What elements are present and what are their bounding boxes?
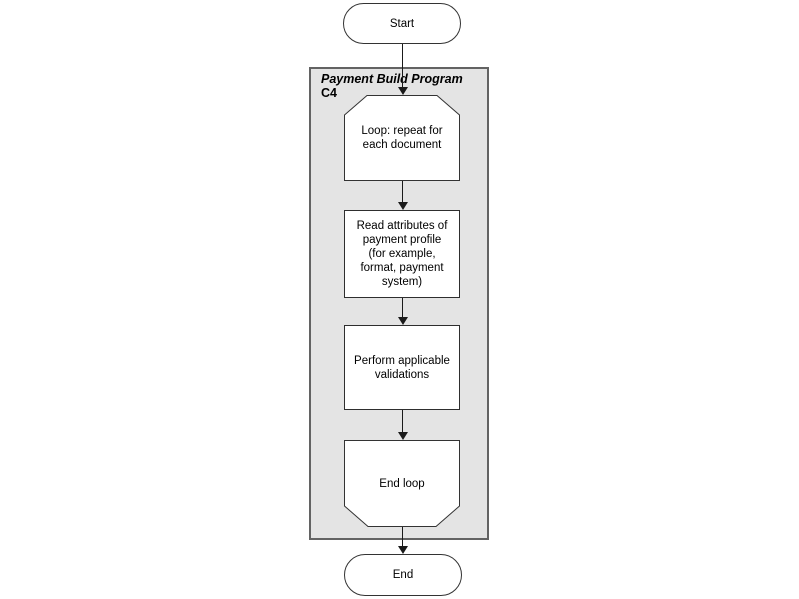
arrow-head-icon — [398, 87, 408, 95]
perform-validations-node: Perform applicable validations — [344, 325, 460, 410]
end-label: End — [392, 569, 414, 581]
read-attributes-label: Read attributes of payment profile (for … — [356, 220, 448, 288]
start-label: Start — [389, 17, 415, 30]
loop-limit-end-shape — [344, 440, 460, 527]
end-node: End — [344, 554, 462, 596]
arrow-line — [402, 410, 403, 433]
arrow-line — [402, 527, 403, 547]
perform-validations-label: Perform applicable validations — [354, 354, 450, 381]
arrow-line — [402, 298, 403, 318]
arrow-head-icon — [398, 546, 408, 554]
arrow-line — [402, 44, 403, 88]
container-subtitle: C4 — [321, 86, 337, 100]
read-attributes-node: Read attributes of payment profile (for … — [344, 210, 460, 298]
arrow-head-icon — [398, 317, 408, 325]
arrow-head-icon — [398, 432, 408, 440]
loop-start-node: Loop: repeat for each document — [344, 95, 460, 181]
container-title: Payment Build Program — [321, 72, 463, 86]
loop-end-node: End loop — [344, 440, 460, 527]
loop-start-label: Loop: repeat for each document — [361, 125, 443, 151]
start-node: Start — [343, 3, 461, 44]
loop-limit-shape — [344, 95, 460, 181]
arrow-head-icon — [398, 202, 408, 210]
loop-end-label: End loop — [379, 477, 425, 490]
arrow-line — [402, 181, 403, 203]
